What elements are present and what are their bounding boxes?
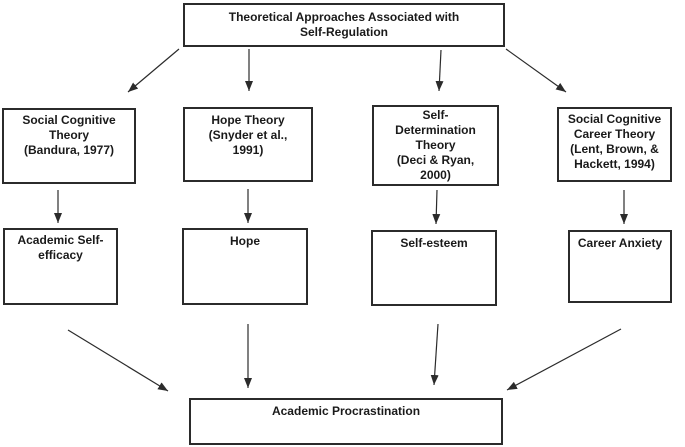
- box-self-determination-theory: Self- Determination Theory (Deci & Ryan,…: [372, 105, 499, 186]
- box-social-cognitive-career-theory: Social Cognitive Career Theory (Lent, Br…: [557, 107, 672, 182]
- arrow-self-esteem-to-academic-procrastination: [430, 323, 439, 386]
- box-hope: Hope: [182, 228, 308, 305]
- arrow-title-to-self-determination-theory: [435, 49, 444, 92]
- arrow-career-anxiety-to-academic-procrastination: [506, 328, 622, 391]
- arrow-title-to-social-cognitive-theory: [127, 48, 180, 93]
- box-social-cognitive-theory: Social Cognitive Theory (Bandura, 1977): [2, 108, 136, 184]
- arrow-title-to-social-cognitive-career-theory: [505, 48, 567, 93]
- box-academic-procrastination: Academic Procrastination: [189, 398, 503, 445]
- arrow-academic-self-efficacy-to-academic-procrastination: [67, 329, 169, 392]
- box-career-anxiety: Career Anxiety: [568, 230, 672, 303]
- arrow-self-determination-theory-to-self-esteem: [432, 189, 441, 225]
- box-theoretical-approaches: Theoretical Approaches Associated with S…: [183, 3, 505, 47]
- box-academic-self-efficacy: Academic Self- efficacy: [3, 228, 118, 305]
- box-hope-theory: Hope Theory (Snyder et al., 1991): [183, 107, 313, 182]
- box-self-esteem: Self-esteem: [371, 230, 497, 306]
